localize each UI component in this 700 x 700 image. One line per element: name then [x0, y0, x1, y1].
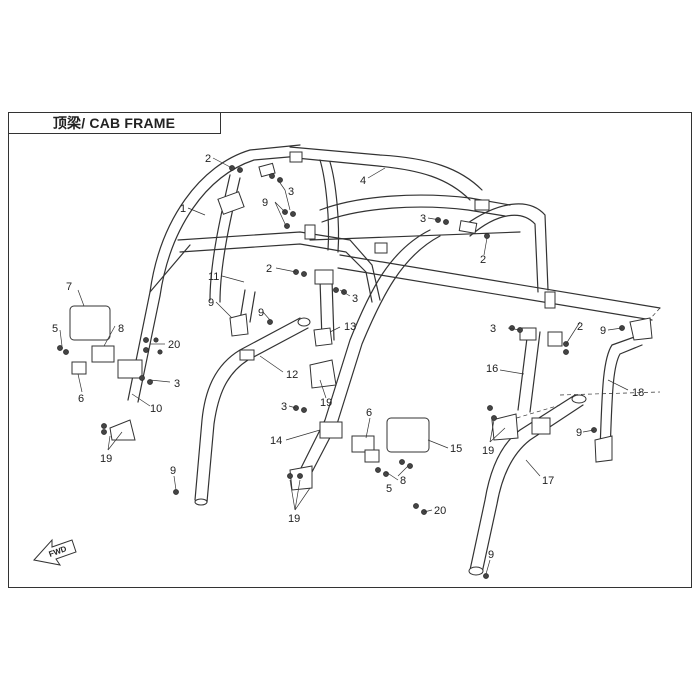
callout-3-center: 3 [281, 401, 287, 413]
callout-9-bottom-left: 9 [170, 465, 176, 477]
callout-9-right-low: 9 [576, 427, 582, 439]
callout-11: 11 [208, 271, 219, 283]
callout-17: 17 [542, 475, 554, 487]
title-box: 顶梁/ CAB FRAME [8, 112, 221, 134]
right-mirror [386, 417, 430, 453]
callout-6-left: 6 [78, 393, 84, 405]
callout-14: 14 [270, 435, 282, 447]
callout-8-right: 8 [400, 475, 406, 487]
callout-5-left: 5 [52, 323, 58, 335]
callout-2-mid: 2 [266, 263, 272, 275]
callout-9-left: 9 [208, 297, 214, 309]
callout-9-bottom-right: 9 [488, 549, 494, 561]
callout-15: 15 [450, 443, 462, 455]
callout-2-right: 2 [480, 254, 486, 266]
callout-9-right: 9 [600, 325, 606, 337]
callout-3-mid: 3 [352, 293, 358, 305]
callout-numbers: 1 2 2 2 2 3 3 3 3 3 3 4 5 5 6 6 7 8 8 9 … [52, 153, 644, 561]
page-title: 顶梁/ CAB FRAME [52, 114, 176, 131]
cab-frame-tubes [127, 144, 661, 576]
callout-6-right: 6 [366, 407, 372, 419]
callout-9-mid: 9 [258, 307, 264, 319]
callout-4: 4 [360, 175, 366, 187]
leader-lines [59, 157, 629, 575]
callout-13: 13 [344, 321, 356, 333]
callout-3-right-top: 3 [420, 213, 426, 225]
callout-7: 7 [66, 281, 72, 293]
callout-16: 16 [486, 363, 498, 375]
callout-19-mid: 19 [320, 397, 332, 409]
callout-19-left: 19 [100, 453, 112, 465]
callout-3-right: 3 [490, 323, 496, 335]
fwd-arrow-icon: FWD [33, 538, 77, 566]
left-mirror [69, 305, 111, 341]
callout-19-right: 19 [482, 445, 494, 457]
callout-20-right: 20 [434, 505, 446, 517]
diagram-frame [8, 112, 692, 588]
brackets [69, 151, 653, 491]
callout-8-left: 8 [118, 323, 124, 335]
callout-19-bottom: 19 [288, 513, 300, 525]
callout-3-top: 3 [288, 186, 294, 198]
callout-10: 10 [150, 403, 162, 415]
callout-12: 12 [286, 369, 298, 381]
callout-3-left: 3 [174, 378, 180, 390]
callout-1: 1 [180, 203, 186, 215]
callout-5-right: 5 [386, 483, 392, 495]
callout-2-top-left: 2 [205, 153, 211, 165]
callout-9-top: 9 [262, 197, 268, 209]
callout-2-far-right: 2 [577, 321, 583, 333]
callout-18: 18 [632, 387, 644, 399]
callout-20-left: 20 [168, 339, 180, 351]
